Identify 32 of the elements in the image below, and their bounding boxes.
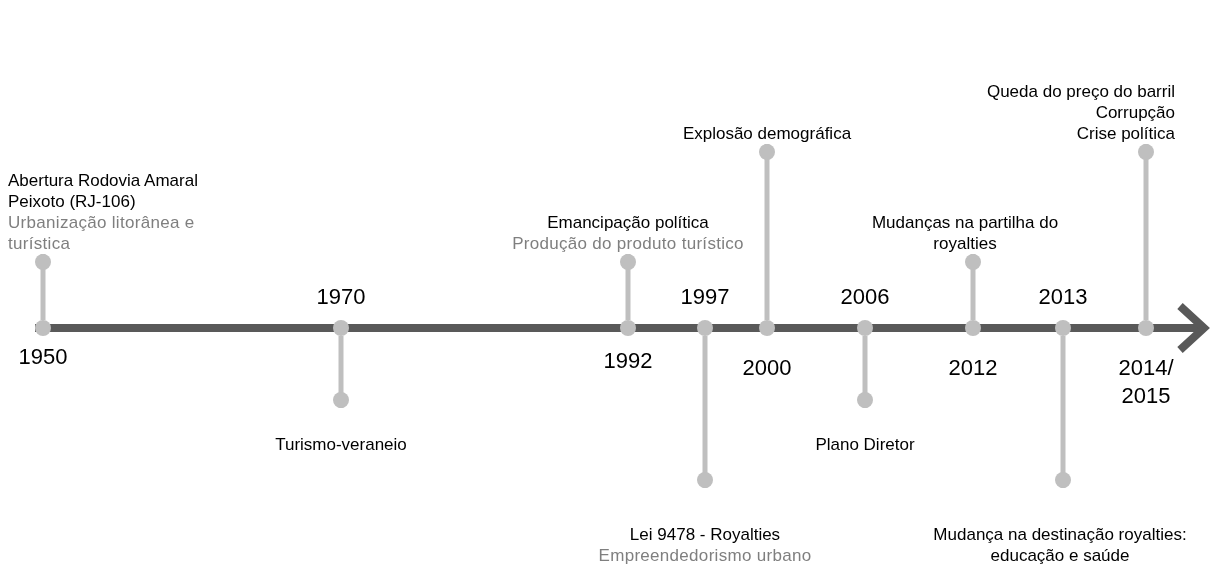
- year-label: 2012: [947, 354, 999, 382]
- year-label: 2000: [741, 354, 793, 382]
- event-title: Explosão demográfica: [681, 123, 853, 144]
- timeline-stem: [620, 254, 636, 320]
- timeline-stem: [35, 254, 51, 320]
- timeline-stem: [333, 336, 349, 408]
- event-title: Plano Diretor: [814, 434, 916, 455]
- event-title: Mudança na destinação royalties: educação e saúde: [932, 524, 1188, 566]
- year-label: 1992: [602, 347, 654, 375]
- year-label: 1950: [17, 343, 69, 371]
- year-label: 2006: [839, 283, 891, 311]
- event-title: Emancipação política: [546, 212, 710, 233]
- timeline-stem: [1138, 144, 1154, 320]
- timeline-stem: [759, 144, 775, 320]
- event-title: Corrupção: [1094, 102, 1175, 123]
- year-label: 1997: [679, 283, 731, 311]
- event-title: Abertura Rodovia Amaral Peixoto (RJ-106): [8, 170, 199, 212]
- event-title: Crise política: [1075, 123, 1175, 144]
- event-title: Turismo-veraneio: [274, 434, 408, 455]
- year-label: 2014/ 2015: [1117, 354, 1175, 410]
- timeline-stem: [965, 254, 981, 320]
- year-label: 2013: [1037, 283, 1089, 311]
- event-title: Mudanças na partilha do royalties: [870, 212, 1060, 254]
- event-title: Lei 9478 - Royalties: [628, 524, 782, 545]
- event-description: Urbanização litorânea e turística: [8, 212, 196, 254]
- timeline-stem: [697, 336, 713, 488]
- timeline-stem: [1055, 336, 1071, 488]
- event-description: Produção do produto turístico: [511, 233, 745, 254]
- timeline-stem: [857, 336, 873, 408]
- event-description: Empreendedorismo urbano: [597, 545, 813, 566]
- event-title: Queda do preço do barril: [985, 81, 1175, 102]
- year-label: 1970: [315, 283, 367, 311]
